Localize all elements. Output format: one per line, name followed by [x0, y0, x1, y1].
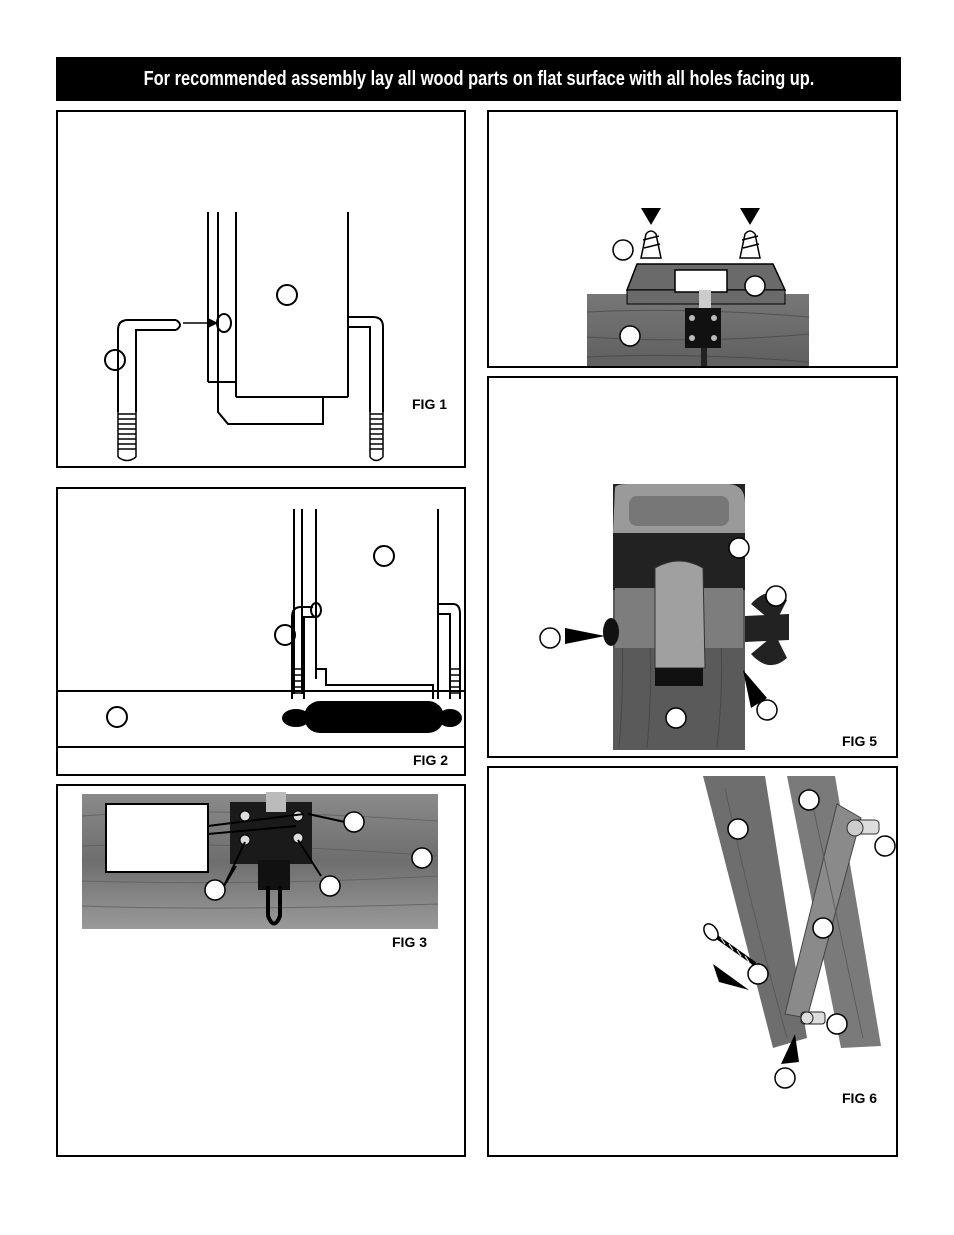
fig3-photo	[81, 792, 439, 929]
fig6-label: FIG 6	[842, 1090, 878, 1106]
header-banner: For recommended assembly lay all wood pa…	[56, 57, 901, 101]
fig4-photo	[586, 208, 810, 366]
fig1-label: FIG 1	[412, 396, 448, 412]
panel-fig1: FIG 1	[56, 110, 466, 468]
fig2-label: FIG 2	[413, 752, 449, 768]
panel-fig2: FIG 2	[56, 487, 466, 776]
header-text: For recommended assembly lay all wood pa…	[143, 67, 814, 90]
fig3-label: FIG 3	[392, 934, 428, 950]
fig5-label: FIG 5	[842, 733, 878, 749]
fig6-photo	[703, 776, 896, 1089]
fig2-illustration	[58, 509, 464, 748]
panel-fig5: FIG 5	[487, 376, 898, 758]
panel-fig6: FIG 6	[487, 766, 898, 1157]
fig5-photo	[539, 484, 789, 750]
panel-fig4	[487, 110, 898, 368]
panel-fig3: FIG 3	[56, 784, 466, 1157]
fig1-illustration	[104, 212, 384, 462]
